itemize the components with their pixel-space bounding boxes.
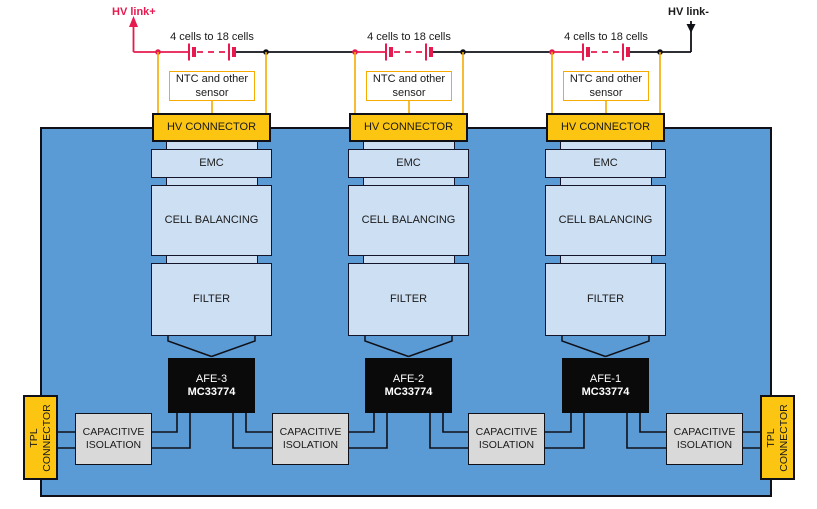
ntc-label-line2: sensor (589, 87, 623, 99)
hv-connector-box: HV CONNECTOR (546, 113, 665, 142)
tpl-label-line2: CONNECTOR (40, 403, 53, 472)
filter-box: FILTER (348, 263, 469, 336)
isolation-label-line2: ISOLATION (478, 439, 535, 451)
afe-box: AFE-1 MC33774 (562, 358, 649, 413)
isolation-label-line1: CAPACITIVE (279, 426, 342, 438)
battery-cell-symbols (188, 43, 630, 61)
tpl-connector-right: TPL CONNECTOR (760, 395, 795, 480)
hv-link-minus-arrow (686, 24, 696, 33)
cell-balancing-box: CELL BALANCING (545, 185, 666, 256)
ntc-sensor-box: NTC and other sensor (563, 71, 649, 101)
hv-link-plus-label: HV link+ (112, 6, 156, 18)
afe-box: AFE-3 MC33774 (168, 358, 255, 413)
ntc-sensor-box: NTC and other sensor (169, 71, 255, 101)
tpl-label-line1: TPL (764, 427, 777, 448)
cell-balancing-box: CELL BALANCING (151, 185, 272, 256)
tpl-connector-left: TPL CONNECTOR (23, 395, 58, 480)
cells-label: 4 cells to 18 cells (367, 31, 451, 43)
afe-name: AFE-2 (392, 372, 425, 385)
ntc-label-line2: sensor (392, 87, 426, 99)
afe-part-number: MC33774 (581, 385, 630, 398)
isolation-label-line2: ISOLATION (282, 439, 339, 451)
filter-box: FILTER (545, 263, 666, 336)
capacitive-isolation-box: CAPACITIVE ISOLATION (272, 413, 349, 465)
afe-part-number: MC33774 (187, 385, 236, 398)
capacitive-isolation-box: CAPACITIVE ISOLATION (75, 413, 152, 465)
tpl-label-line2: CONNECTOR (777, 403, 790, 472)
ntc-sensor-box: NTC and other sensor (366, 71, 452, 101)
emc-box: EMC (545, 149, 666, 178)
tpl-connector-label: TPL CONNECTOR (28, 398, 54, 478)
afe-box: AFE-2 MC33774 (365, 358, 452, 413)
emc-box: EMC (348, 149, 469, 178)
afe-name: AFE-3 (195, 372, 228, 385)
emc-box: EMC (151, 149, 272, 178)
filter-box: FILTER (151, 263, 272, 336)
isolation-label-line2: ISOLATION (85, 439, 142, 451)
ntc-label-line1: NTC and other (175, 73, 249, 85)
capacitive-isolation-box: CAPACITIVE ISOLATION (468, 413, 545, 465)
cells-label: 4 cells to 18 cells (564, 31, 648, 43)
hv-bus-junction-dots (155, 49, 663, 55)
tpl-connector-label: TPL CONNECTOR (765, 398, 791, 478)
hv-connector-box: HV CONNECTOR (349, 113, 468, 142)
ntc-label-line2: sensor (195, 87, 229, 99)
ntc-label-line1: NTC and other (372, 73, 446, 85)
ntc-label-line1: NTC and other (569, 73, 643, 85)
hv-link-minus-label: HV link- (668, 6, 709, 18)
hv-connector-box: HV CONNECTOR (152, 113, 271, 142)
isolation-label-line1: CAPACITIVE (82, 426, 145, 438)
afe-part-number: MC33774 (384, 385, 433, 398)
isolation-label-line1: CAPACITIVE (673, 426, 736, 438)
cells-label: 4 cells to 18 cells (170, 31, 254, 43)
capacitive-isolation-box: CAPACITIVE ISOLATION (666, 413, 743, 465)
cell-balancing-box: CELL BALANCING (348, 185, 469, 256)
isolation-label-line2: ISOLATION (676, 439, 733, 451)
isolation-label-line1: CAPACITIVE (475, 426, 538, 438)
afe-name: AFE-1 (589, 372, 622, 385)
tpl-label-line1: TPL (27, 427, 40, 448)
